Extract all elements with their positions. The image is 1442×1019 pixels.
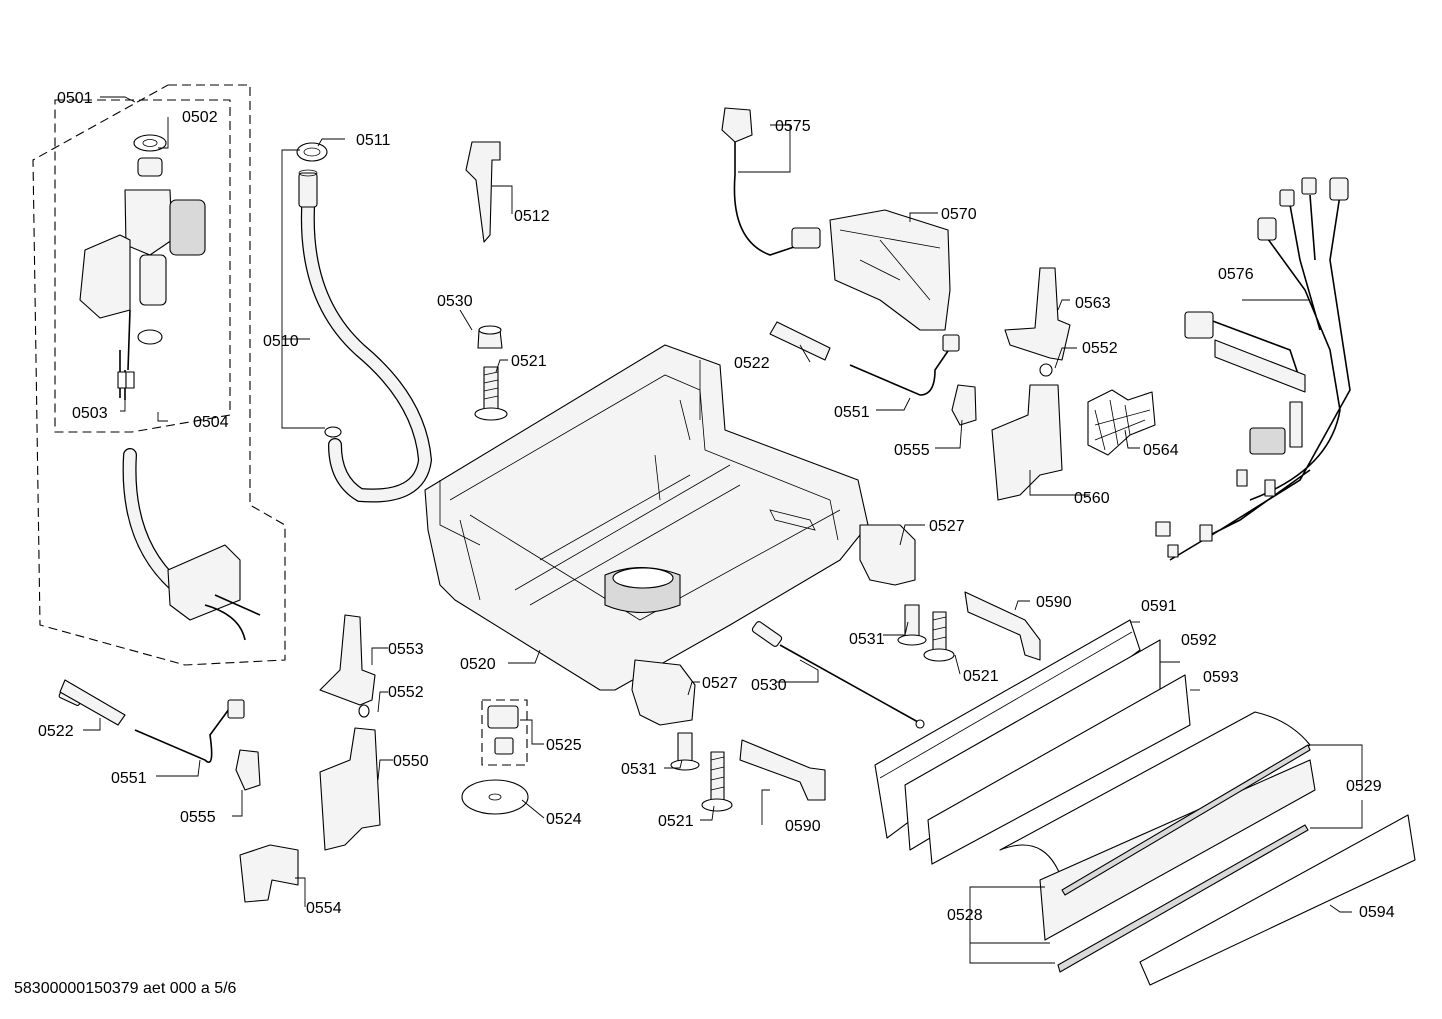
label-0529: 0529 [1346,778,1382,795]
screws [670,604,955,812]
label-0592: 0592 [1181,632,1217,649]
part-0525-0524 [461,699,529,815]
label-0522-right: 0522 [734,355,770,372]
label-0590-bottom: 0590 [785,818,821,835]
label-0551-left: 0551 [111,770,147,787]
label-0503: 0503 [72,405,108,422]
label-0591: 0591 [1141,598,1177,615]
label-0553: 0553 [388,641,424,658]
label-0554: 0554 [306,900,342,917]
base-tub [424,344,869,691]
left-brackets [58,614,381,903]
label-0560: 0560 [1074,490,1110,507]
wiring-harness [1155,177,1351,561]
label-0551-right: 0551 [834,404,870,421]
label-0530-bottom: 0530 [751,677,787,694]
label-0528: 0528 [947,907,983,924]
label-0521-top: 0521 [511,353,547,370]
label-0527-left: 0527 [702,675,738,692]
label-0564: 0564 [1143,442,1179,459]
part-0527-right [859,524,916,586]
part-labels: 0501 0502 0503 0504 0510 0511 0512 0520 … [38,90,1395,924]
label-0512: 0512 [514,208,550,225]
label-0590-top: 0590 [1036,594,1072,611]
label-0522-left: 0522 [38,723,74,740]
label-0531-bottom: 0531 [621,761,657,778]
label-0576: 0576 [1218,266,1254,283]
label-0550: 0550 [393,753,429,770]
label-0593: 0593 [1203,669,1239,686]
label-0552-left: 0552 [388,684,424,701]
label-0530-top: 0530 [437,293,473,310]
leader-lines [83,96,1363,964]
water-inlet-assembly [32,84,286,666]
label-0575: 0575 [775,118,811,135]
label-0552-right: 0552 [1082,340,1118,357]
part-0590-top [964,591,1041,661]
label-0555-left: 0555 [180,809,216,826]
label-0524: 0524 [546,811,582,828]
part-0530-rod [751,621,925,729]
label-0531-right: 0531 [849,631,885,648]
label-0502: 0502 [182,109,218,126]
document-code: 58300000150379 aet 000 a 5/6 [14,980,237,997]
right-brackets [769,267,1156,501]
part-0527-left [631,659,696,726]
drain-hose [296,142,433,503]
label-0521-bottom: 0521 [658,813,694,830]
label-0527-right: 0527 [929,518,965,535]
label-0525: 0525 [546,737,582,754]
screw-knob-top [474,325,508,421]
label-0594: 0594 [1359,904,1395,921]
label-0563: 0563 [1075,295,1111,312]
label-0520: 0520 [460,656,496,673]
part-0590-bottom [739,739,826,801]
label-0504: 0504 [193,414,229,431]
kickplate-panels [874,619,1416,986]
label-0555-right: 0555 [894,442,930,459]
label-0521-right: 0521 [963,668,999,685]
part-0512 [465,141,501,243]
power-and-module [721,107,951,331]
label-0511: 0511 [356,132,391,149]
label-0570: 0570 [941,206,977,223]
label-0501: 0501 [57,90,93,107]
label-0510: 0510 [263,333,299,350]
